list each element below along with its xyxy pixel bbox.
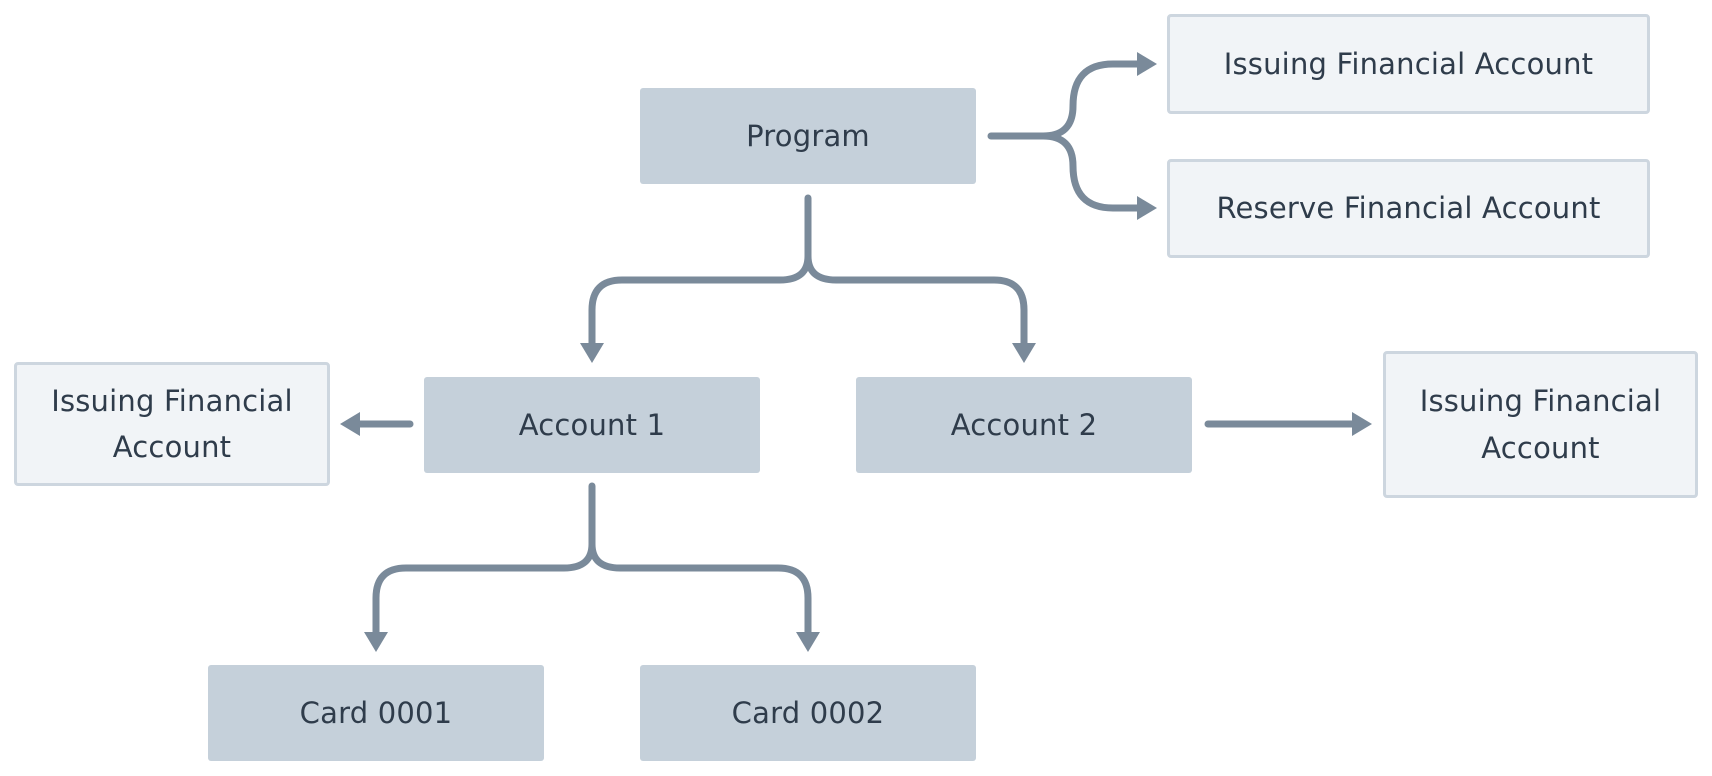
issuing-financial-account-right-node: Issuing Financial Account [1383,351,1698,498]
reserve-label: Reserve Financial Account [1216,191,1601,226]
account2-label: Account 2 [950,407,1098,442]
issuing-top-label: Issuing Financial Account [1223,46,1594,81]
account1-node: Account 1 [424,377,760,473]
connector-program-to-account1 [588,194,812,349]
account1-label: Account 1 [518,407,666,442]
connector-account1-to-card2 [588,540,812,638]
arrowhead-account1 [580,343,604,363]
issuing-financial-account-top-node: Issuing Financial Account [1167,14,1650,114]
card-0002-node: Card 0002 [640,665,976,761]
arrowhead-reserve [1137,196,1157,220]
program-label: Program [746,118,870,153]
connector-program-to-reserve [1039,132,1144,212]
issuing-left-label: Issuing Financial Account [51,383,293,464]
arrowhead-account2 [1012,343,1036,363]
arrowhead-issuing-left [340,412,360,436]
account2-node: Account 2 [856,377,1192,473]
connector-account1-to-card1 [372,482,596,638]
connector-program-to-account2 [804,252,1028,349]
card-0001-node: Card 0001 [208,665,544,761]
card2-label: Card 0002 [731,695,885,730]
program-node: Program [640,88,976,184]
issuing-financial-account-left-node: Issuing Financial Account [14,362,330,486]
arrowhead-card1 [364,632,388,652]
reserve-financial-account-node: Reserve Financial Account [1167,159,1650,258]
arrowhead-issuing-top [1137,52,1157,76]
arrowhead-issuing-right [1352,412,1372,436]
card1-label: Card 0001 [299,695,453,730]
connector-program-to-issuing [987,60,1144,140]
arrowhead-card2 [796,632,820,652]
issuing-right-label: Issuing Financial Account [1419,384,1662,465]
